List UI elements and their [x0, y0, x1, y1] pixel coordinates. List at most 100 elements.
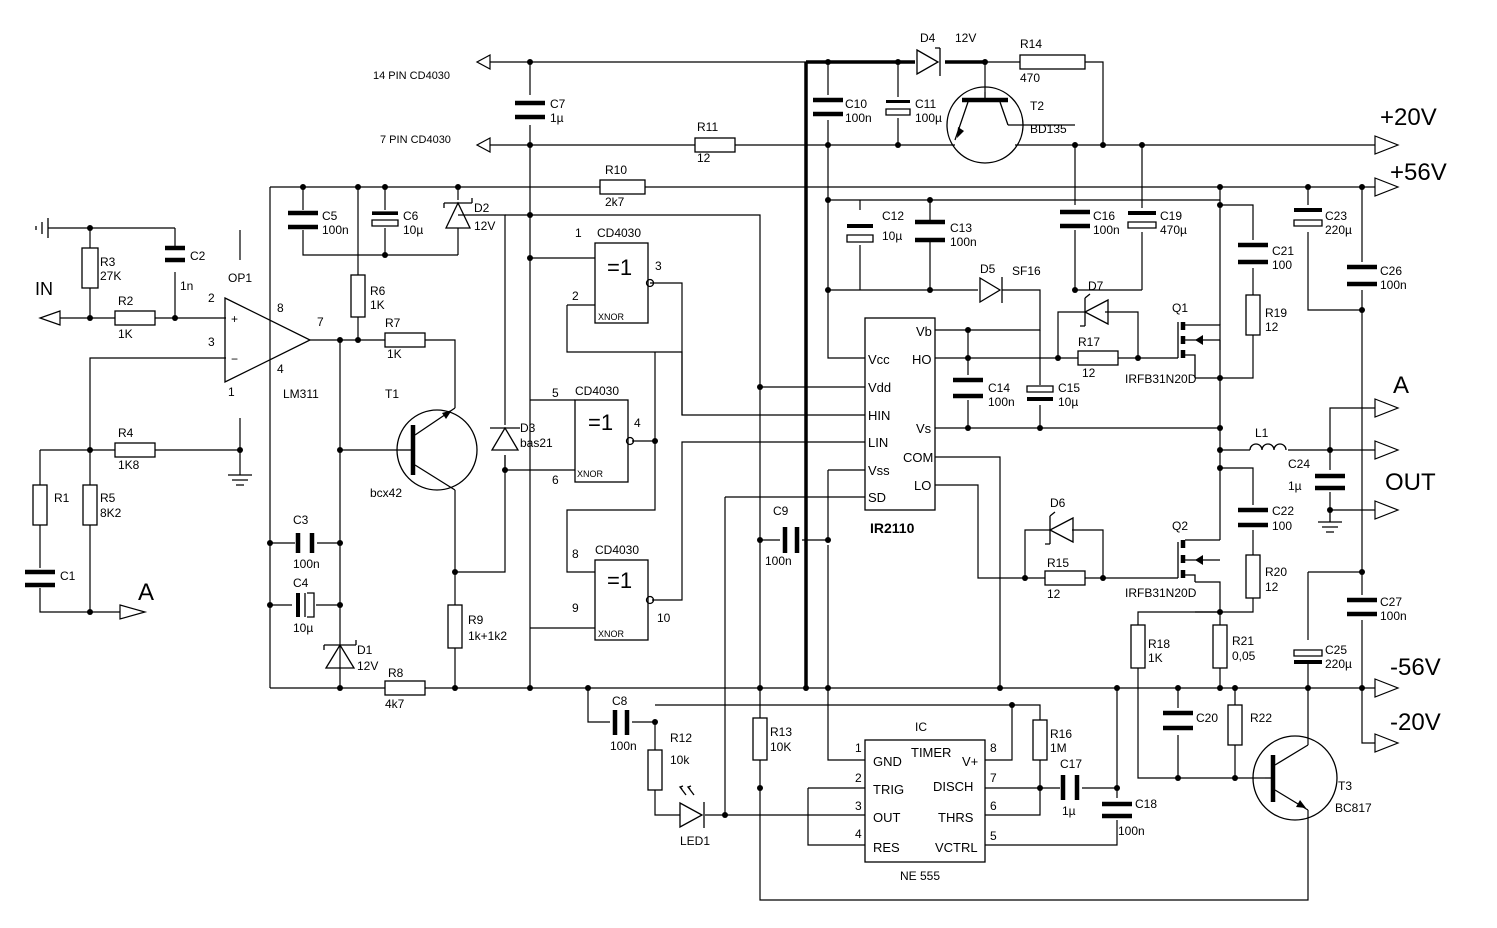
rail-plus20: +20V	[1380, 104, 1437, 131]
labels: +20V +56V A OUT -56V -20V IN A 14 PIN CD…	[35, 31, 1447, 883]
r8-label: R8	[388, 666, 404, 680]
r15-label: R15	[1047, 556, 1069, 570]
d6-label: D6	[1050, 496, 1066, 510]
c21-value: 100	[1272, 258, 1292, 272]
gate2-pin4: 4	[634, 416, 641, 430]
op-pin2: 2	[208, 291, 215, 305]
c5-label: C5	[322, 209, 338, 223]
xnor-gates	[574, 242, 655, 641]
c5-value: 100n	[322, 223, 349, 237]
c13-label: C13	[950, 221, 972, 235]
gate1-pin1: 1	[575, 226, 582, 240]
r12-label: R12	[670, 731, 692, 745]
r9-label: R9	[468, 613, 484, 627]
c14-value: 100n	[988, 395, 1015, 409]
d5-label: D5	[980, 262, 996, 276]
r12-value: 10k	[670, 753, 690, 767]
r4-label: R4	[118, 426, 134, 440]
d4-label: D4	[920, 31, 936, 45]
c1-label: C1	[60, 569, 76, 583]
ne555-res: RES	[873, 840, 900, 855]
ir2110-ho: HO	[912, 352, 932, 367]
c2-label: C2	[190, 249, 206, 263]
d1-value: 12V	[357, 659, 378, 673]
r13-label: R13	[770, 725, 792, 739]
gate1-name: CD4030	[597, 226, 641, 240]
r7-value: 1K	[387, 347, 402, 361]
q2-value: IRFB31N20D	[1125, 586, 1197, 600]
ground-symbols	[35, 218, 1342, 533]
c3-label: C3	[293, 513, 309, 527]
r11-label: R11	[697, 120, 718, 134]
q1-label: Q1	[1172, 301, 1188, 315]
c26-value: 100n	[1380, 278, 1407, 292]
r17-value: 12	[1082, 366, 1096, 380]
ir2110-sd: SD	[868, 490, 886, 505]
ne555-pin3: 3	[855, 799, 862, 813]
c25-label: C25	[1325, 643, 1347, 657]
r8-value: 4k7	[385, 697, 405, 711]
c22-value: 100	[1272, 519, 1292, 533]
gate3-pin9: 9	[572, 601, 579, 615]
port-a-in: A	[138, 579, 154, 606]
r7-label: R7	[385, 316, 401, 330]
gate1-symbol: =1	[607, 255, 632, 280]
c6-label: C6	[403, 209, 419, 223]
r19-label: R19	[1265, 306, 1287, 320]
ir2110-vss: Vss	[868, 463, 890, 478]
op-pin1: 1	[228, 385, 235, 399]
c12-value: 10µ	[882, 229, 902, 243]
port-in: IN	[35, 279, 53, 299]
t1-label: T1	[385, 387, 399, 401]
q2-label: Q2	[1172, 519, 1188, 533]
c12-label: C12	[882, 209, 904, 223]
c26-label: C26	[1380, 264, 1402, 278]
c24-value: 1µ	[1288, 479, 1302, 493]
gate3-name: CD4030	[595, 543, 639, 557]
wires	[39, 60, 1375, 901]
gate3-pin10: 10	[657, 611, 671, 625]
r5-label: R5	[100, 491, 116, 505]
r13-value: 10K	[770, 740, 791, 754]
c16-value: 100n	[1093, 223, 1120, 237]
op-pin4: 4	[277, 362, 284, 376]
ir2110-lo: LO	[914, 478, 931, 493]
t3-value: BC817	[1335, 801, 1372, 815]
c23-label: C23	[1325, 209, 1347, 223]
r20-value: 12	[1265, 580, 1279, 594]
c15-label: C15	[1058, 381, 1080, 395]
r15-value: 12	[1047, 587, 1061, 601]
d2-value: 12V	[474, 219, 495, 233]
op-plus: +	[231, 312, 238, 326]
gate2-name: CD4030	[575, 384, 619, 398]
ne555-timer: TIMER	[911, 745, 951, 760]
r5-value: 8K2	[100, 506, 122, 520]
gate2-pin5: 5	[552, 386, 559, 400]
d4-value: 12V	[955, 31, 976, 45]
junctions	[87, 59, 1365, 818]
c18-value: 100n	[1118, 824, 1145, 838]
t3-label: T3	[1338, 779, 1352, 793]
r21-value: 0,05	[1232, 649, 1256, 663]
gate3-xnor: XNOR	[598, 629, 625, 639]
r14-value: 470	[1020, 71, 1040, 85]
gate1-pin2: 2	[572, 289, 579, 303]
op-pin7: 7	[317, 315, 324, 329]
c15-value: 10µ	[1058, 395, 1078, 409]
r17-label: R17	[1078, 335, 1100, 349]
r20-label: R20	[1265, 565, 1287, 579]
ir2110-vdd: Vdd	[868, 380, 891, 395]
c9-value: 100n	[765, 554, 792, 568]
r1-label: R1	[54, 491, 70, 505]
d5-value: SF16	[1012, 264, 1041, 278]
t2-label: T2	[1030, 99, 1044, 113]
r2-value: 1K	[118, 327, 133, 341]
t1-value: bcx42	[370, 486, 402, 500]
r6-value: 1K	[370, 298, 385, 312]
ne555-pin1: 1	[855, 741, 862, 755]
ne555-pin8: 8	[990, 741, 997, 755]
ne555-label-top: IC	[915, 720, 927, 734]
d2-label: D2	[474, 201, 490, 215]
c27-label: C27	[1380, 595, 1402, 609]
